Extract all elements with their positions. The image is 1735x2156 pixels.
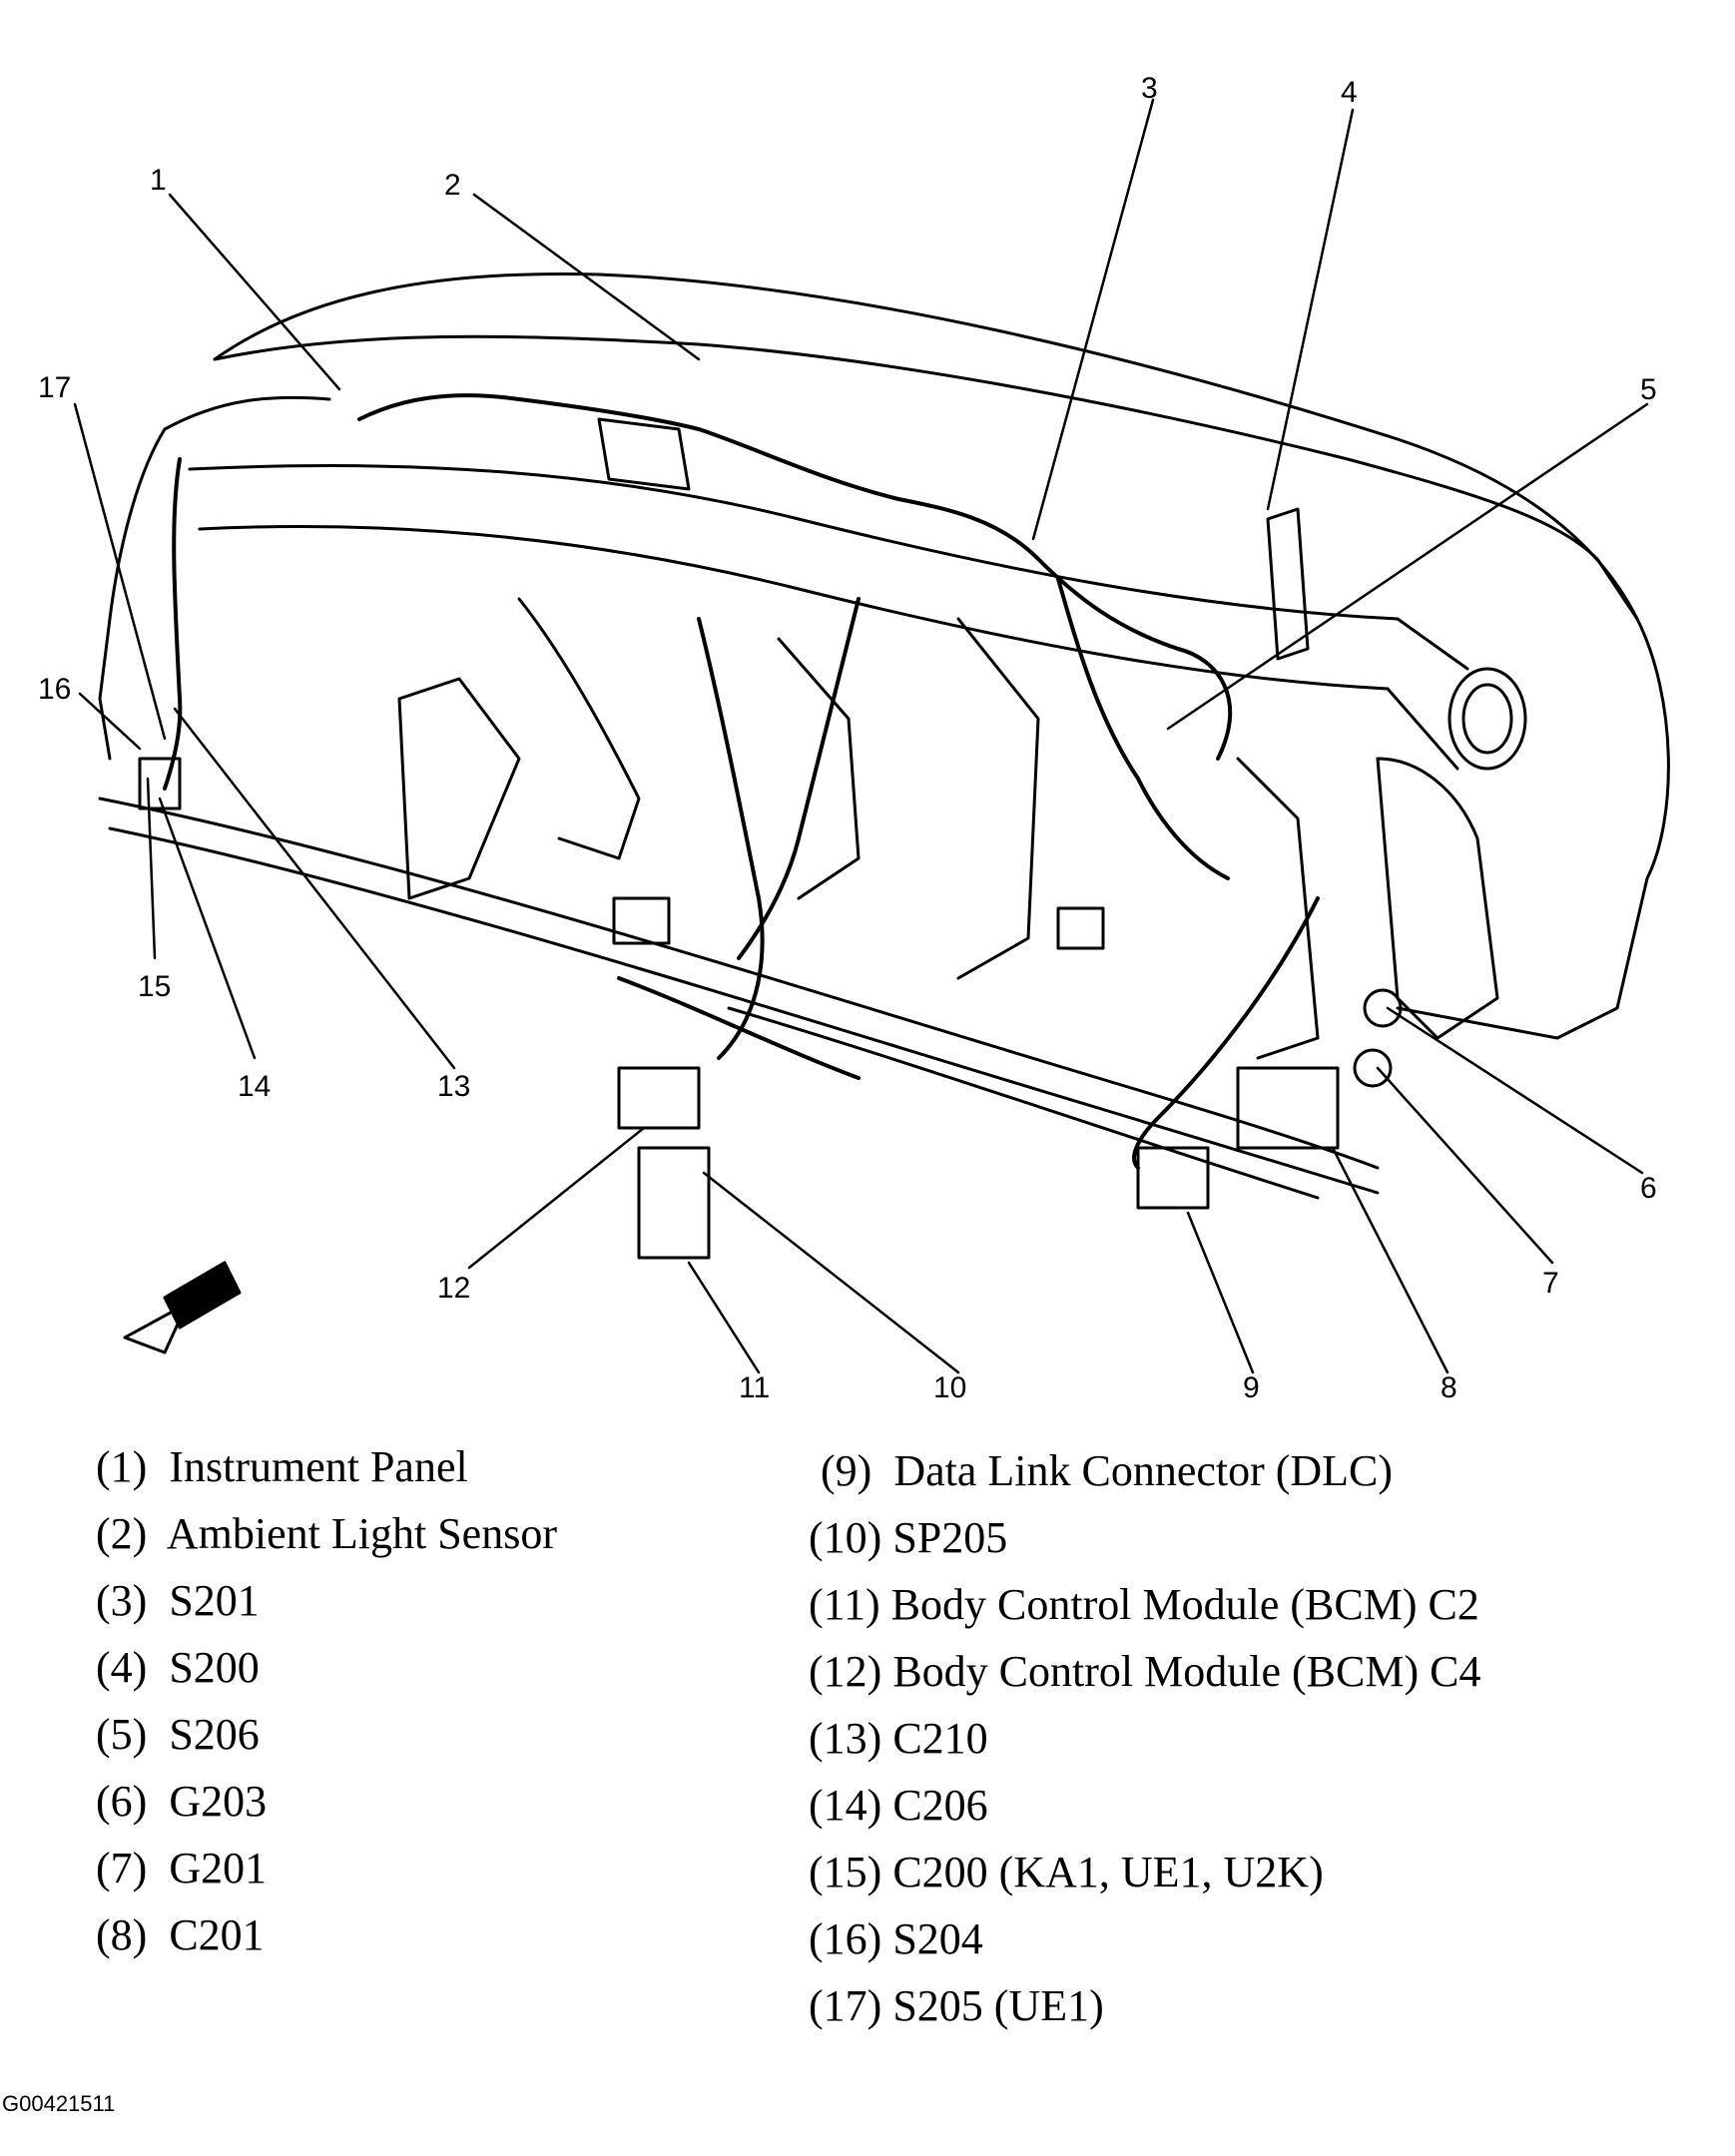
legend-label: C200 (KA1, UE1, U2K)	[892, 1848, 1324, 1896]
legend-num: (2)	[96, 1509, 148, 1558]
legend-item-11: (11) Body Control Module (BCM) C2	[809, 1583, 1479, 1627]
legend-label: S206	[169, 1710, 260, 1759]
ground-g203	[1363, 988, 1403, 1028]
legend-label: S200	[169, 1643, 260, 1692]
legend-item-2: (2) Ambient Light Sensor	[96, 1512, 557, 1556]
connector-bcm-c2	[637, 1146, 711, 1260]
connector-c200	[138, 757, 182, 810]
legend-label: S201	[169, 1576, 260, 1625]
legend-label: S205 (UE1)	[892, 1981, 1104, 2030]
front-direction-arrow-icon	[123, 1261, 242, 1354]
legend-label: C201	[169, 1910, 265, 1959]
legend-num: (13)	[809, 1714, 882, 1763]
callout-3: 3	[1141, 72, 1158, 105]
legend-label: Instrument Panel	[169, 1442, 468, 1491]
legend-label: Ambient Light Sensor	[166, 1509, 557, 1558]
legend-num: (8)	[96, 1910, 148, 1959]
callout-10: 10	[933, 1371, 966, 1404]
support-brackets	[397, 417, 1499, 1060]
callout-15: 15	[138, 970, 171, 1003]
callout-16: 16	[38, 673, 71, 706]
ground-g201	[1353, 1048, 1393, 1088]
callout-4: 4	[1341, 76, 1358, 109]
legend-item-4: (4) S200	[96, 1646, 260, 1690]
instrument-panel-outline	[98, 272, 1670, 1040]
legend-label: SP205	[892, 1513, 1008, 1562]
callout-5: 5	[1640, 373, 1657, 406]
legend-label: C206	[892, 1781, 988, 1830]
legend-num: (7)	[96, 1844, 148, 1892]
legend-item-14: (14) C206	[809, 1784, 988, 1828]
connector-bcm-c4	[617, 1066, 701, 1130]
legend-num: (15)	[809, 1848, 882, 1896]
cross-car-beam	[188, 464, 1527, 771]
legend-label: C210	[892, 1714, 988, 1763]
legend-label: G203	[169, 1777, 268, 1826]
callout-1: 1	[150, 164, 167, 197]
callout-12: 12	[437, 1272, 470, 1305]
legend-label: Body Control Module (BCM) C2	[890, 1580, 1479, 1629]
legend-num: (16)	[809, 1914, 882, 1963]
legend-item-6: (6) G203	[96, 1780, 267, 1824]
legend-item-5: (5) S206	[96, 1713, 260, 1757]
legend-item-17: (17) S205 (UE1)	[809, 1984, 1104, 2028]
legend-item-7: (7) G201	[96, 1847, 267, 1890]
legend-num: (4)	[96, 1643, 148, 1692]
connectors	[138, 757, 1403, 1260]
legend-item-12: (12) Body Control Module (BCM) C4	[809, 1650, 1480, 1694]
callout-labels: 1 2 3 4 5 6 7 8 9 10 11 12 13 14 15 16 1…	[38, 72, 1657, 1404]
legend-num: (1)	[96, 1442, 148, 1491]
legend-item-15: (15) C200 (KA1, UE1, U2K)	[809, 1851, 1324, 1894]
lower-rail	[98, 797, 1380, 1200]
legend-label: G201	[169, 1844, 268, 1892]
connector-dlc	[1136, 1146, 1210, 1210]
legend-item-8: (8) C201	[96, 1913, 265, 1957]
connector-c201	[1236, 1066, 1340, 1150]
legend-label: Body Control Module (BCM) C4	[892, 1647, 1481, 1696]
callout-13: 13	[437, 1070, 470, 1103]
figure-id: G00421511	[2, 2091, 116, 2116]
legend-num: (9)	[821, 1446, 872, 1495]
legend-num: (6)	[96, 1777, 148, 1826]
legend-item-1: (1) Instrument Panel	[96, 1445, 468, 1489]
legend-num: (3)	[96, 1576, 148, 1625]
callout-8: 8	[1441, 1371, 1457, 1404]
legend-num: (10)	[809, 1513, 882, 1562]
callout-6: 6	[1640, 1172, 1657, 1205]
legend-label: Data Link Connector (DLC)	[893, 1446, 1394, 1495]
wiring-harness	[163, 393, 1320, 1170]
legend-num: (14)	[809, 1781, 882, 1830]
legend-num: (11)	[809, 1580, 880, 1629]
legend-num: (12)	[809, 1647, 882, 1696]
legend-item-10: (10) SP205	[809, 1516, 1007, 1560]
legend-num: (5)	[96, 1710, 148, 1759]
legend-label: S204	[892, 1914, 983, 1963]
callout-11: 11	[739, 1371, 770, 1404]
legend-item-9: (9) Data Link Connector (DLC)	[821, 1449, 1393, 1493]
instrument-panel-diagram: 1 2 3 4 5 6 7 8 9 10 11 12 13 14 15 16 1…	[38, 72, 1670, 1404]
callout-7: 7	[1542, 1267, 1559, 1300]
callout-17: 17	[38, 371, 71, 404]
legend-num: (17)	[809, 1981, 882, 2030]
legend-item-13: (13) C210	[809, 1717, 988, 1761]
legend-item-16: (16) S204	[809, 1917, 983, 1961]
callout-2: 2	[444, 169, 461, 202]
leader-lines	[73, 98, 1649, 1374]
callout-9: 9	[1243, 1371, 1260, 1404]
legend-item-3: (3) S201	[96, 1579, 260, 1623]
callout-14: 14	[238, 1070, 271, 1103]
